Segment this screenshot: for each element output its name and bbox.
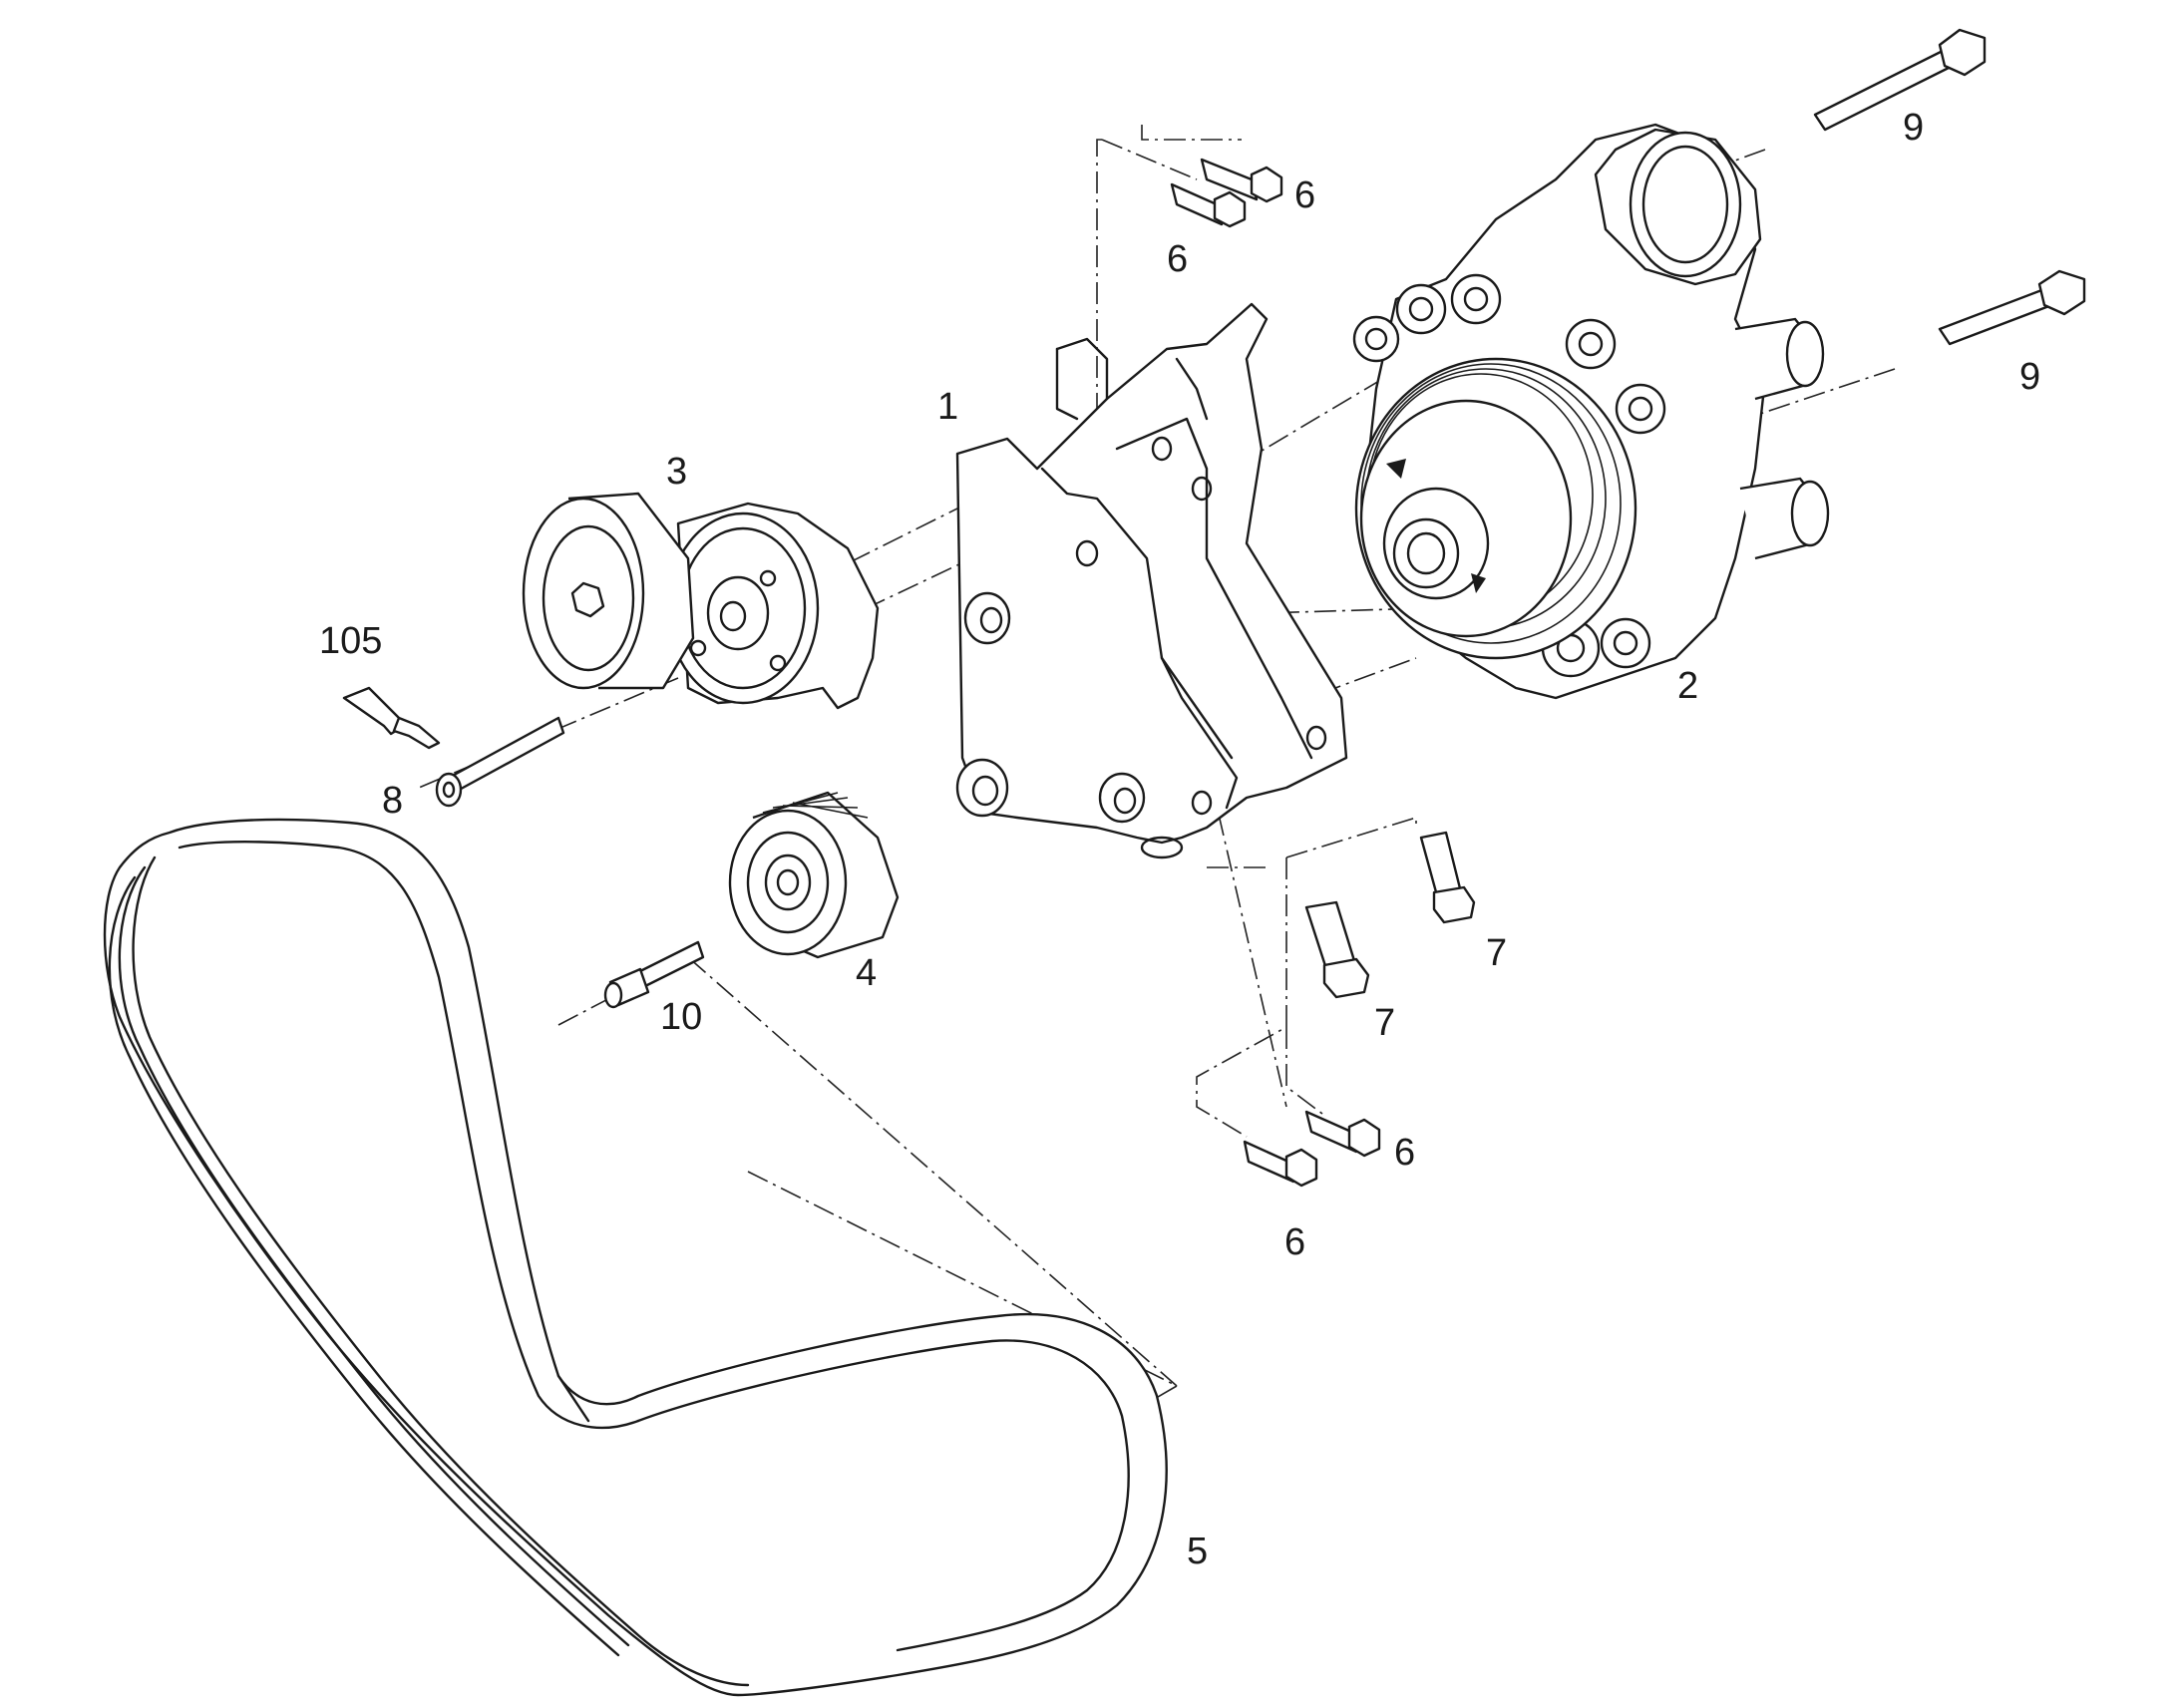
callout-2: 2	[1677, 665, 1698, 707]
belt-part-5	[103, 818, 1168, 1697]
callout-labels: 1 2 3 4 5 6 6 6 6 7 7 8 9 9 10 105	[319, 107, 2040, 1572]
callout-4: 4	[856, 952, 877, 994]
callout-6-top-right: 6	[1294, 174, 1315, 216]
bolt-6-top-b	[1170, 182, 1247, 228]
bolt-8	[435, 716, 565, 808]
bolt-6-bottom-a	[1304, 1110, 1381, 1158]
sealant-tube-105	[342, 686, 441, 750]
bolt-6-bottom-b	[1243, 1140, 1318, 1188]
callout-1: 1	[937, 386, 958, 428]
callout-3: 3	[666, 451, 687, 493]
callout-8: 8	[382, 780, 403, 822]
bolt-7-a	[1419, 831, 1476, 924]
callout-6-bottom-right: 6	[1394, 1132, 1415, 1174]
tensioner-part-3	[522, 492, 880, 710]
callout-9-top: 9	[1903, 107, 1924, 149]
callout-105: 105	[319, 620, 382, 662]
bracket-part-1	[955, 302, 1348, 859]
callout-6-top-left: 6	[1167, 238, 1188, 280]
bolt-6-top-a	[1200, 158, 1283, 203]
idler-pulley-part-4	[728, 791, 900, 959]
callout-6-bottom-left: 6	[1284, 1221, 1305, 1263]
callout-9-lower: 9	[2019, 356, 2040, 398]
callout-7-left: 7	[1374, 1002, 1395, 1044]
bolt-10	[603, 940, 705, 1009]
callout-5: 5	[1187, 1531, 1208, 1572]
bolt-9-lower	[1938, 269, 2086, 346]
callout-10: 10	[660, 996, 702, 1038]
callout-7-right: 7	[1486, 932, 1507, 974]
bolt-9-top	[1813, 28, 1987, 132]
bolt-7-b	[1304, 900, 1370, 999]
water-pump-part-2	[1352, 123, 1830, 700]
